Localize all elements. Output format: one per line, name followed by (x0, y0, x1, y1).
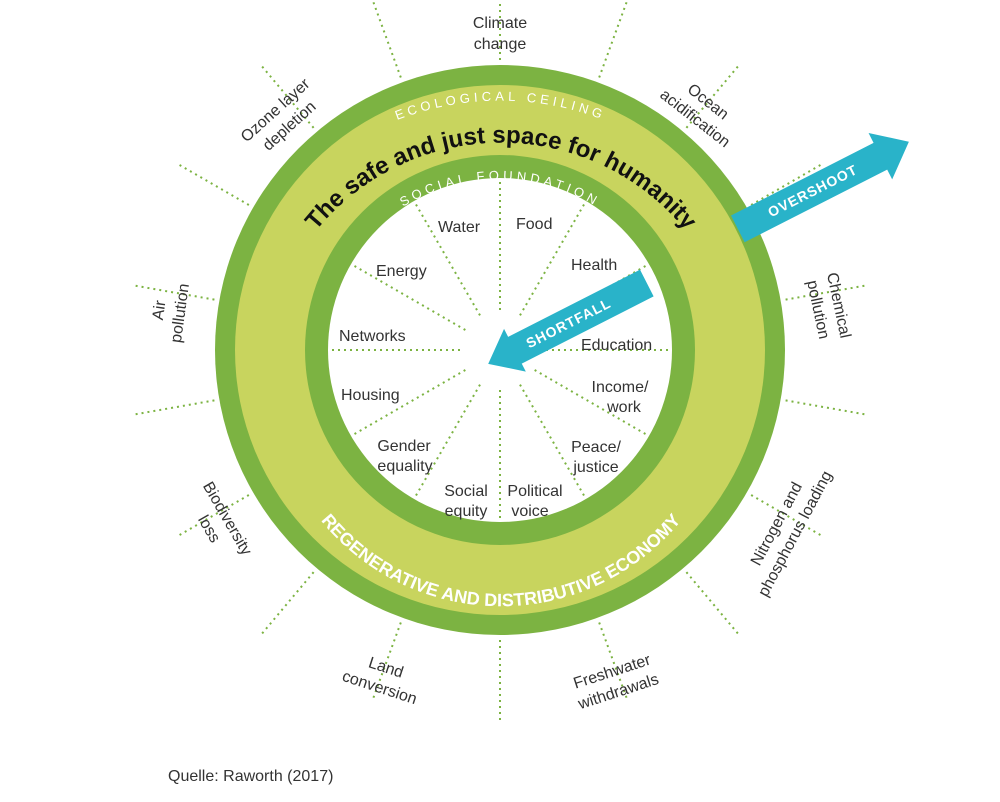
inner-ray-4 (534, 369, 650, 437)
outer-ray-7 (685, 571, 740, 636)
outer-ray-16 (260, 64, 315, 129)
inner-ray-10 (350, 263, 466, 331)
outer-ray-5 (785, 399, 867, 416)
outer-ray-10 (371, 622, 402, 700)
social-label-water: Water (438, 219, 481, 236)
social-label-income-work: Income/work (592, 379, 649, 416)
inner-dotted-rays (328, 178, 672, 522)
eco-label-biodiversity-loss: Biodiversityloss (181, 479, 255, 569)
social-label-housing: Housing (341, 387, 400, 404)
social-label-energy: Energy (376, 263, 427, 280)
social-label-education: Education (581, 337, 652, 354)
svg-text:OVERSHOOT: OVERSHOOT (765, 161, 860, 220)
social-label-health: Health (571, 257, 617, 274)
outer-ray-4 (785, 284, 867, 301)
dotted-rays (133, 0, 867, 722)
outer-ray-8 (598, 622, 629, 700)
social-label-networks: Networks (339, 328, 406, 345)
outer-ray-1 (598, 0, 629, 78)
outer-ray-17 (371, 0, 402, 78)
inner-ray-8 (350, 369, 466, 437)
outer-ray-14 (133, 284, 215, 301)
source-caption: Quelle: Raworth (2017) (168, 768, 334, 785)
outer-ray-2 (685, 64, 740, 129)
eco-label-freshwater-withdrawals: Freshwaterwithdrawals (569, 651, 661, 713)
inner-ray-7 (413, 384, 481, 500)
outer-ray-15 (177, 163, 250, 206)
inner-ray-11 (413, 200, 481, 316)
outer-ray-11 (260, 571, 315, 636)
inner-ray-5 (519, 384, 587, 500)
eco-label-chemical-pollution: Chemicalpollution (802, 271, 853, 344)
outer-ray-3 (750, 163, 823, 206)
inner-ray-1 (519, 200, 587, 316)
outer-ray-12 (177, 494, 250, 537)
social-label-peace-justice: Peace/justice (571, 439, 621, 476)
eco-label-land-conversion: Landconversion (340, 648, 425, 708)
social-dimension-labels: Food Health Education Income/work Peace/… (339, 216, 652, 520)
outer-ray-6 (750, 494, 823, 537)
overshoot-arrow: OVERSHOOT (730, 133, 909, 243)
outer-ray-13 (133, 399, 215, 416)
social-label-food: Food (516, 216, 552, 233)
